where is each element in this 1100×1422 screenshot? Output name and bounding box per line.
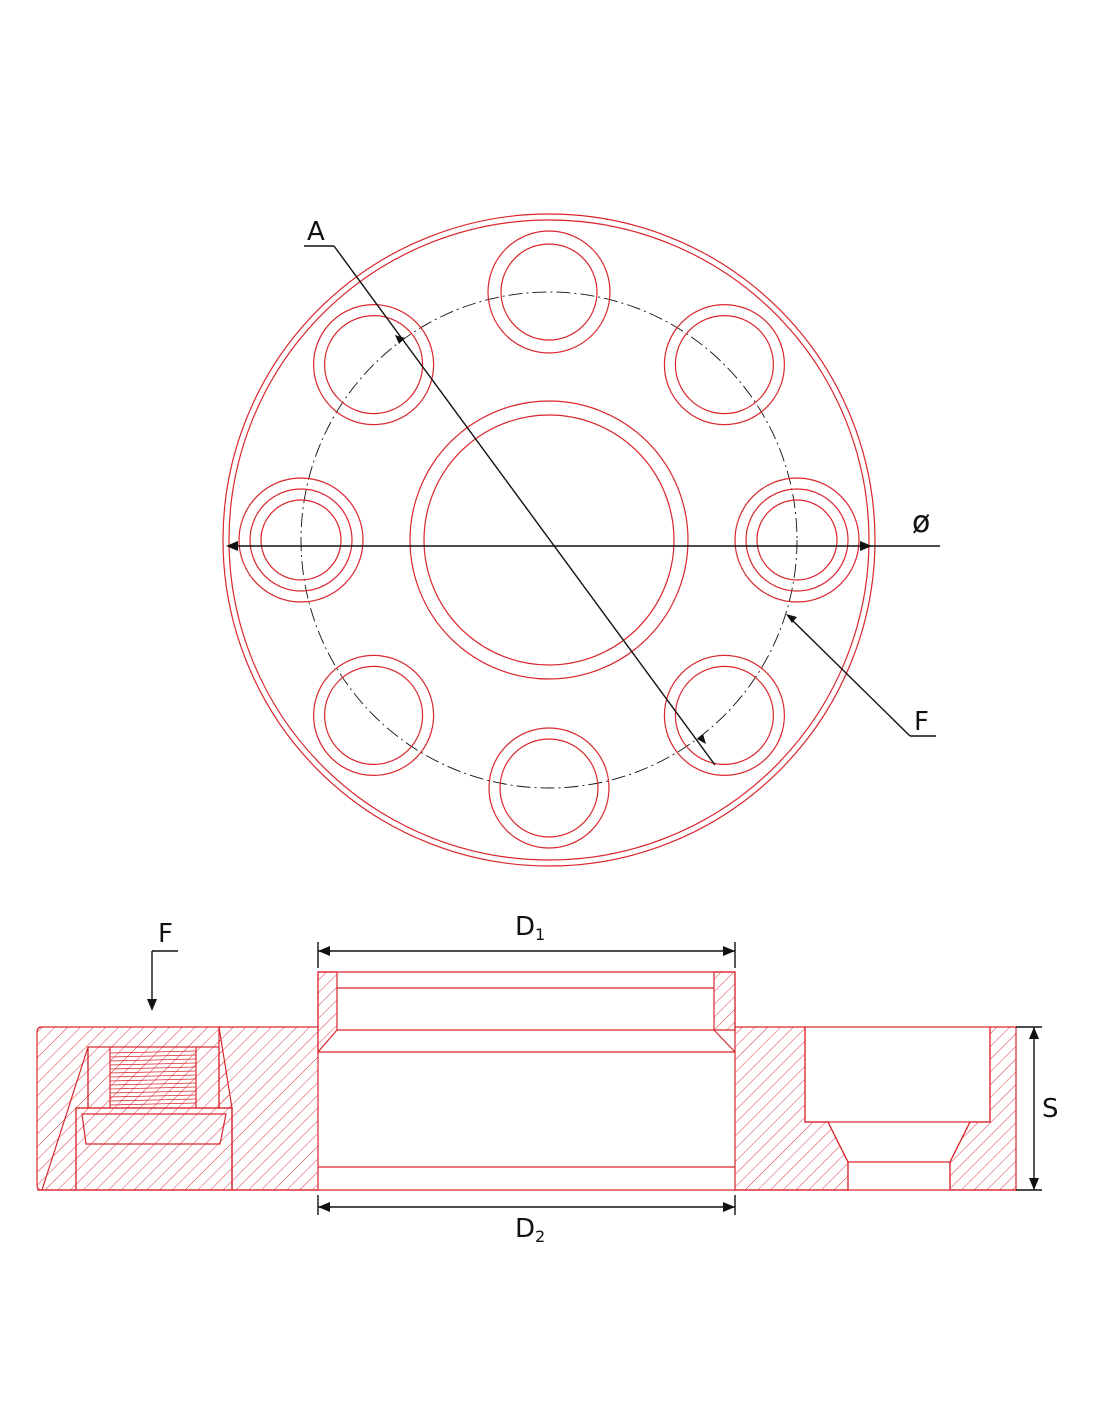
label-d1: D 1 xyxy=(515,912,545,944)
bolt-hole-ring xyxy=(313,304,435,426)
label-diameter: ø xyxy=(912,505,930,540)
flange-outer-edge xyxy=(222,213,876,867)
collar-outline xyxy=(317,971,736,1027)
bolt-hole-ring xyxy=(238,477,364,603)
thread-line xyxy=(109,1098,197,1102)
thread-line xyxy=(109,1070,197,1074)
bolt-hole-ring xyxy=(488,727,610,849)
thread-line xyxy=(109,1082,197,1086)
bolt-hole xyxy=(663,304,786,426)
thread-line xyxy=(109,1102,197,1106)
leader-f-top xyxy=(786,614,936,737)
label-d1-sub: 1 xyxy=(535,925,545,944)
thread-line xyxy=(109,1066,197,1070)
bolt-hole xyxy=(488,727,610,849)
thread-lines xyxy=(109,1050,197,1106)
label-d2-sub: 2 xyxy=(535,1227,545,1246)
counterbore-right xyxy=(804,1026,991,1123)
label-f-top: F xyxy=(914,707,929,737)
section-arrow-f xyxy=(147,950,178,1011)
bolt-hole-ring xyxy=(324,315,424,415)
bolt-hole-ring xyxy=(324,665,424,766)
bolt-hole xyxy=(487,230,611,354)
bore-inner xyxy=(423,414,675,666)
bolt-hole-ring xyxy=(487,230,611,354)
bolt-hole-ring xyxy=(663,654,786,777)
bolt-hole xyxy=(313,654,435,777)
d2-dimension xyxy=(317,1195,736,1215)
label-s: S xyxy=(1042,1094,1059,1124)
s-dimension xyxy=(1016,1026,1042,1191)
bolt-hole-ring xyxy=(663,304,786,426)
label-f-section: F xyxy=(158,919,173,949)
bolt-hole xyxy=(313,304,435,426)
right-collar-hatch xyxy=(713,971,736,1031)
right-wall-hatch xyxy=(734,1026,849,1191)
left-wall-hatch xyxy=(218,1026,319,1191)
bolt-hole-ring xyxy=(734,477,860,603)
bolt-hole-ring xyxy=(500,243,598,341)
diameter-dimension xyxy=(226,541,940,551)
label-d1-main: D xyxy=(515,912,535,942)
label-d2-main: D xyxy=(515,1214,535,1244)
thread-line xyxy=(109,1090,197,1094)
thread-line xyxy=(109,1078,197,1082)
bolt-holes xyxy=(238,230,860,849)
label-d2: D 2 xyxy=(515,1214,545,1246)
flange-section-view xyxy=(36,971,1017,1191)
leader-a xyxy=(304,245,716,766)
thread-line xyxy=(109,1062,197,1066)
bolt-hole-ring xyxy=(499,738,599,838)
bore-outer xyxy=(409,400,689,680)
bolt-hole-ring xyxy=(260,499,342,581)
thread-line xyxy=(109,1058,197,1062)
right-end-hatch xyxy=(949,1026,1017,1191)
bolt-hole-ring xyxy=(313,654,435,777)
bolt-hole-ring xyxy=(745,488,849,592)
thread-line xyxy=(109,1050,197,1054)
left-collar-hatch xyxy=(317,971,338,1054)
bolt-hole-ring xyxy=(674,315,775,415)
thread-line xyxy=(109,1094,197,1098)
counterbore xyxy=(81,1113,227,1145)
bolt-hole xyxy=(734,477,860,603)
countersink-right xyxy=(827,1121,971,1163)
thread-line xyxy=(109,1054,197,1058)
bolt-hole-ring xyxy=(674,665,775,766)
thread-line xyxy=(109,1074,197,1078)
bolt-hole xyxy=(663,654,786,777)
bolt-circle xyxy=(300,291,798,789)
bolt-hole xyxy=(238,477,364,603)
thread-line xyxy=(109,1086,197,1090)
bolt-hole-ring xyxy=(756,499,838,581)
flange-outer-edge-inner xyxy=(228,219,870,861)
d1-dimension xyxy=(317,942,736,968)
label-a: A xyxy=(307,217,325,247)
flange-top-view xyxy=(222,213,876,867)
bolt-hole-ring xyxy=(249,488,353,592)
